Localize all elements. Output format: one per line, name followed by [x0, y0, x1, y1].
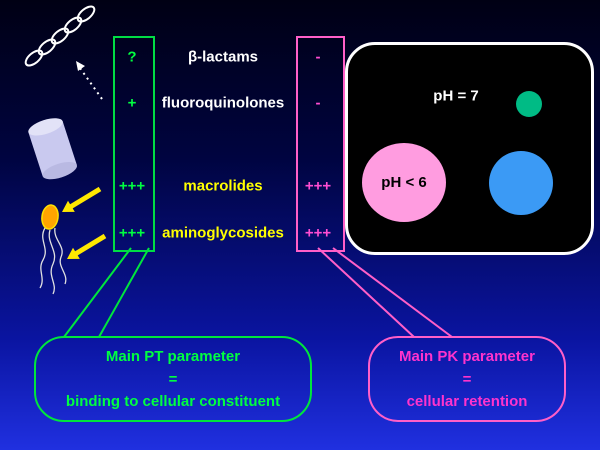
- pk-value-row1: -: [315, 48, 321, 66]
- pt-callout-title: Main PT parameter: [105, 347, 241, 365]
- drug-name-row2: fluoroquinolones: [161, 94, 285, 112]
- pt-value-row4: +++: [118, 224, 146, 242]
- pt-value-row1: ?: [127, 48, 137, 66]
- pt-column-box: [113, 36, 155, 252]
- blue-circle: [489, 151, 553, 215]
- pt-callout-equals: =: [168, 370, 178, 388]
- ph-acidic-label: pH < 6: [381, 174, 427, 191]
- pk-value-row4: +++: [304, 224, 332, 242]
- bacterium-icon: [39, 204, 67, 295]
- pt-callout-bubble: Main PT parameter = binding to cellular …: [34, 336, 312, 422]
- pk-callout-pointer: [317, 247, 453, 338]
- pk-value-row2: -: [315, 94, 321, 112]
- ph-neutral-label: pH = 7: [433, 87, 479, 105]
- pt-callout-body: binding to cellular constituent: [65, 393, 281, 411]
- pt-value-row2: +: [127, 94, 137, 112]
- ph7-green-circle: [516, 91, 542, 117]
- pt-callout-pointer: [63, 247, 150, 338]
- pt-value-row3: +++: [118, 177, 146, 195]
- yellow-arrow-icon: [62, 186, 107, 259]
- pk-callout-title: Main PK parameter: [399, 347, 535, 365]
- drug-name-row4: aminoglycosides: [162, 224, 284, 242]
- dotted-arrow-icon: [76, 61, 103, 100]
- ph6-pink-circle: pH < 6: [362, 143, 446, 222]
- pk-callout-bubble: Main PK parameter = cellular retention: [368, 336, 566, 422]
- cylinder-icon: [28, 118, 78, 180]
- pk-column-box: [296, 36, 345, 252]
- drug-name-row3: macrolides: [183, 177, 263, 195]
- drug-name-row1: β-lactams: [187, 48, 259, 66]
- pk-value-row3: +++: [304, 177, 332, 195]
- pk-callout-body: cellular retention: [406, 393, 528, 411]
- pk-callout-equals: =: [462, 370, 472, 388]
- flagella-icon: [39, 227, 67, 295]
- chain-icon: [24, 5, 96, 67]
